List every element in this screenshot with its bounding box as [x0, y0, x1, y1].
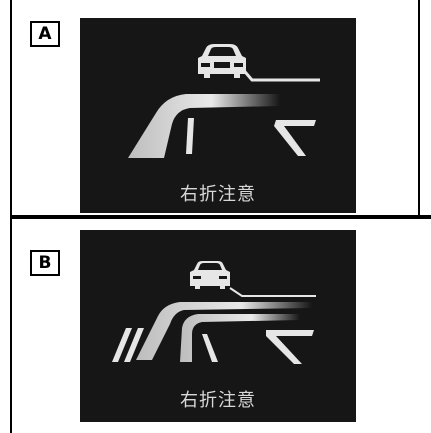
panel-label-b: B — [30, 250, 60, 276]
corner-marking-right — [266, 330, 314, 364]
curved-lane-marking — [180, 314, 300, 362]
panel-label-a: A — [30, 21, 60, 47]
car-front-icon — [198, 44, 246, 78]
panel-b: B — [0, 218, 431, 433]
horizon-line — [229, 287, 316, 297]
warning-caption-b: 右折注意 — [180, 390, 256, 411]
display-screen-b: 右折注意 — [80, 230, 356, 422]
display-screen-a: 右折注意 — [80, 18, 356, 213]
road-illustration-a — [128, 44, 320, 158]
frame-left-border — [10, 0, 12, 216]
left-lane-lines — [112, 328, 144, 362]
horizon-line — [238, 65, 320, 82]
lane-line-center — [202, 334, 218, 362]
frame-right-border — [418, 0, 420, 216]
curved-lane-marking — [128, 94, 280, 158]
corner-marking-right — [274, 120, 316, 156]
frame-left-border — [10, 218, 12, 433]
warning-caption-a: 右折注意 — [180, 184, 256, 205]
lane-line-center — [186, 118, 194, 154]
panel-divider — [10, 215, 431, 219]
road-illustration-b — [112, 261, 316, 364]
upper-curve-marking — [136, 302, 312, 360]
panel-a: A — [0, 0, 431, 216]
car-front-icon — [190, 261, 230, 289]
